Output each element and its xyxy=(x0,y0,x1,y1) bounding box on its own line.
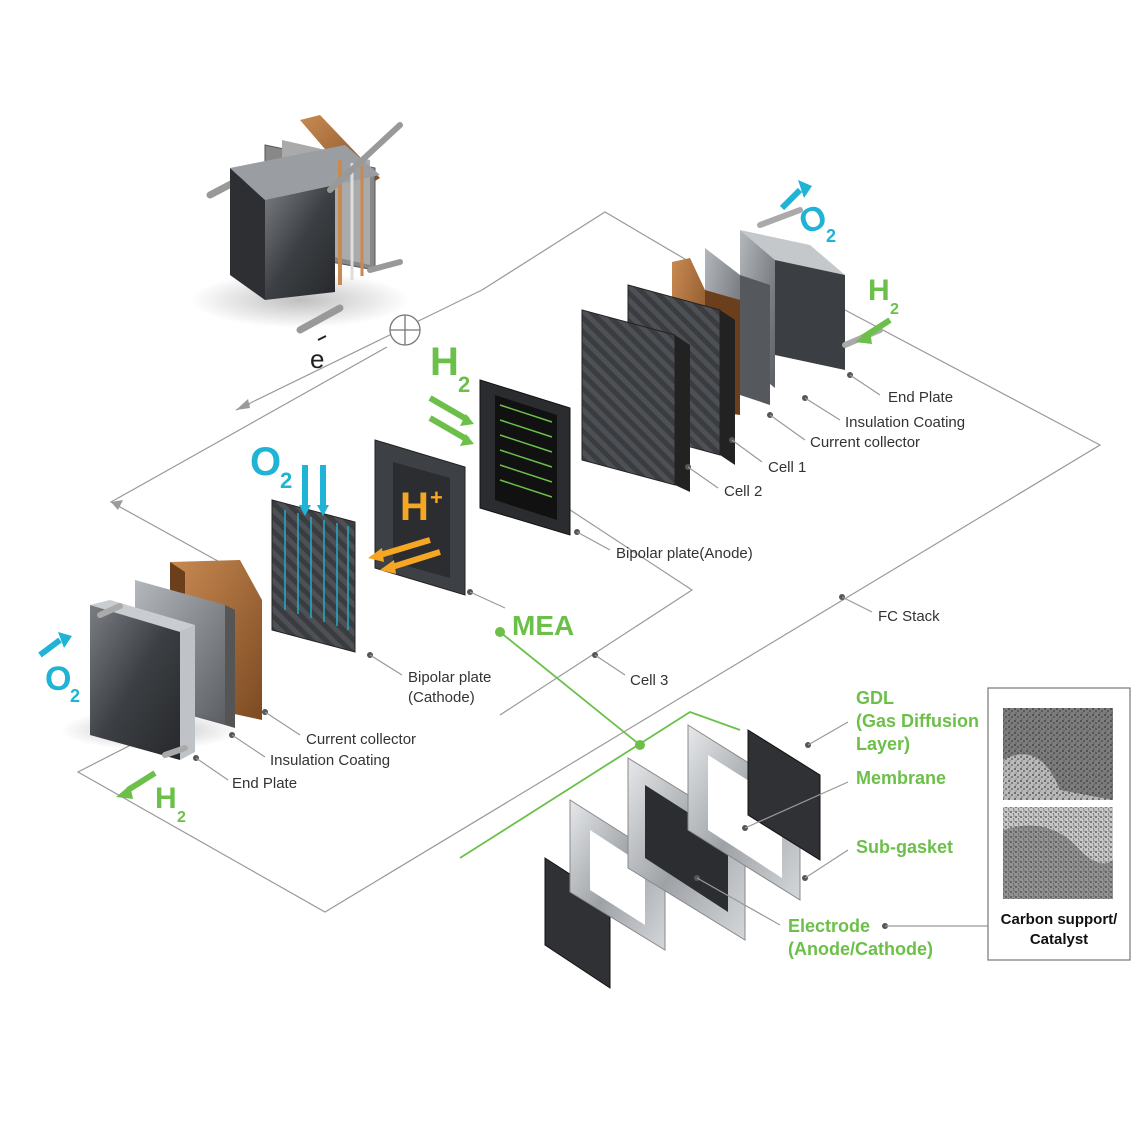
current-collector-right-label: Current collector xyxy=(810,434,920,451)
h2-inlet-right-subscript: 2 xyxy=(890,301,899,318)
mea-exploded-layers xyxy=(544,724,821,989)
proton-superscript: + xyxy=(430,485,443,510)
electrode-label-line1: Electrode xyxy=(788,916,870,936)
o2-cathode-subscript: 2 xyxy=(280,468,292,493)
h2-anode-subscript: 2 xyxy=(458,372,470,397)
gdl-label-line3: Layer) xyxy=(856,734,910,754)
gdl-label-line2: (Gas Diffusion xyxy=(856,711,979,731)
electrode-label-line2: (Anode/Cathode) xyxy=(788,939,933,959)
bipolar-plate-cathode xyxy=(271,499,356,653)
current-collector-left-label: Current collector xyxy=(306,731,416,748)
carbon-support-label-line1: Carbon support/ xyxy=(1001,911,1118,928)
h2-outlet-left-subscript: 2 xyxy=(177,809,186,826)
cell-1-label: Cell 1 xyxy=(768,459,806,476)
end-plate-right-label: End Plate xyxy=(888,389,953,406)
membrane-layer xyxy=(645,785,728,912)
h2-outlet-left-label: H xyxy=(155,782,177,815)
gdl-label-line1: GDL xyxy=(856,688,894,708)
bipolar-plate-cathode-label-line1: Bipolar plate xyxy=(408,669,491,686)
gas-flow-arrows xyxy=(38,180,892,799)
gdl-layer xyxy=(747,729,821,861)
sub-gasket-label: Sub-gasket xyxy=(856,837,953,857)
insulation-coating-right-label: Insulation Coating xyxy=(845,414,965,431)
o2-outlet-left-label: O xyxy=(45,660,71,698)
stack-labels: End Plate Insulation Coating Current col… xyxy=(193,372,965,792)
cell-2-plate xyxy=(581,309,690,492)
mea-plate xyxy=(374,439,466,596)
insulation-coating-left-label: Insulation Coating xyxy=(270,752,390,769)
proton-label: H xyxy=(400,485,429,529)
assembled-stack xyxy=(190,115,410,334)
fc-stack-label: FC Stack xyxy=(878,608,940,625)
electron-symbol: e xyxy=(310,344,324,374)
bipolar-plate-anode-label: Bipolar plate(Anode) xyxy=(616,545,753,562)
mea-label: MEA xyxy=(512,610,574,641)
circuit-wires xyxy=(76,211,1102,913)
micrograph-image-bottom xyxy=(1003,807,1113,899)
catalyst-micrograph-box: Carbon support/ Catalyst xyxy=(987,687,1131,961)
end-plate-left-label: End Plate xyxy=(232,775,297,792)
h2-inlet-right-label: H xyxy=(868,274,890,307)
bipolar-plate-cathode-label-line2: (Cathode) xyxy=(408,689,475,706)
cell-3-label: Cell 3 xyxy=(630,672,668,689)
membrane-label: Membrane xyxy=(856,768,946,788)
h2-anode-label: H xyxy=(430,340,459,384)
electron-flow: e xyxy=(111,314,421,510)
mea-labels: GDL (Gas Diffusion Layer) Membrane Sub-g… xyxy=(694,688,988,959)
o2-outlet-right-subscript: 2 xyxy=(826,226,836,246)
micrograph-image-top xyxy=(1003,708,1113,800)
cell-2-label: Cell 2 xyxy=(724,483,762,500)
left-end-plate xyxy=(60,600,240,760)
mea-detail-callout xyxy=(459,631,741,859)
o2-cathode-label: O xyxy=(250,440,281,484)
o2-outlet-left-subscript: 2 xyxy=(70,686,80,706)
bipolar-plate-anode xyxy=(479,379,571,536)
carbon-support-label-line2: Catalyst xyxy=(1030,931,1088,948)
